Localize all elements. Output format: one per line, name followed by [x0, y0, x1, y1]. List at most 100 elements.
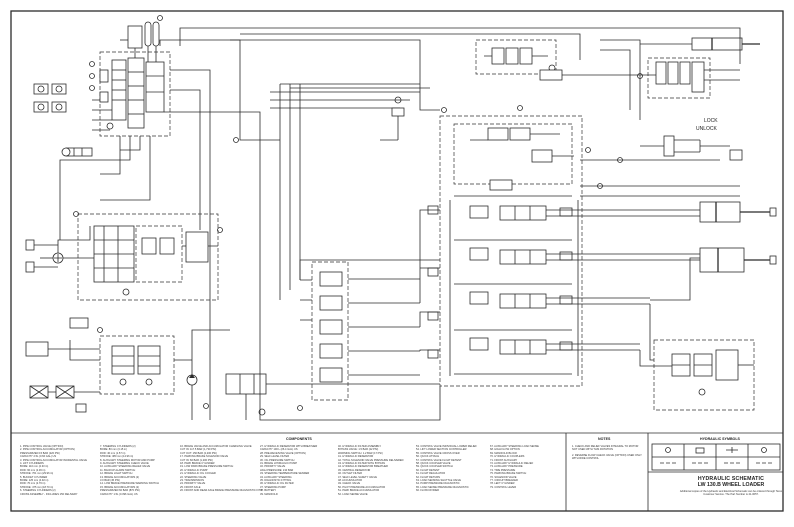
component-entry: 37. STEERING PUMP	[260, 485, 286, 489]
lock-label: LOCK	[704, 118, 718, 124]
component-entry: 70. HYDRAULIC COUPLERS	[490, 455, 525, 459]
valve-section-4	[469, 337, 547, 355]
lock-unlock-mechanism: LOCK UNLOCK	[640, 118, 743, 161]
component-entry: 67. AUXILIARY STEERING LOAD SENSE	[490, 445, 539, 448]
notes-panel: 1. CHECK AND RELIEF VALVES INTEGRAL TO M…	[572, 437, 644, 507]
component-entry: 28. PRE-RECEIVING VALVE (OPTION)	[260, 451, 306, 455]
component-entry: 48. ACCUMULATOR	[338, 479, 362, 483]
component-entry: CAPACITY 1.5L (0.396 GAL) US	[100, 492, 138, 496]
component-entry: 49. CHECK VALVE	[338, 482, 361, 486]
component-entry: 60. FLOAT DETENT	[416, 468, 440, 472]
schematic-title: HYDRAULIC SCHEMATIC	[697, 476, 765, 482]
left-pump-motor	[40, 226, 94, 264]
component-entry: 16. BRAKE VALVE AND ACCUMULATOR CHARGING…	[180, 445, 252, 448]
component-entry: 33. STEERING TEMPERATURE SENDER	[260, 472, 310, 476]
symbols-header: HYDRAULIC SYMBOLS	[700, 437, 741, 441]
component-entry: 20. HYDRAULIC PUMP	[180, 468, 208, 472]
component-entry: CAPACITY 2.5L (0.66 GAL) US	[20, 455, 57, 459]
foot-pedal-blocks	[33, 83, 93, 157]
component-entry: 62. FLOAT RETURN	[416, 475, 440, 479]
priority-valve-assembly	[77, 213, 219, 301]
component-entry: 40. HYDRAULIC FILTER ASSEMBLY	[338, 445, 382, 448]
component-entry: 59. QUICK COUPLER SWITCH	[416, 465, 453, 469]
components-header: COMPONENTS	[286, 437, 312, 441]
component-entry: 36. HYDRAULIC OIL FILTER	[260, 482, 294, 486]
component-entry: 54. LIFT LOWER SECTION CONTROLLER	[416, 448, 467, 452]
component-entry: 18. PARK BRAKE CYLINDER	[180, 462, 215, 466]
lift-cylinder	[650, 247, 777, 301]
component-entry: CUT IN: 117.5 BAR (1,730 PSI)	[180, 448, 217, 452]
sheet-border	[10, 10, 784, 512]
component-entry: 57. CONTROL VALVE FLOAT DETENT	[416, 458, 462, 462]
left-small-components	[25, 239, 58, 273]
component-entry: 30. OIL PRESSURE SWITCH	[260, 458, 295, 462]
pilot-supply-valve	[225, 373, 440, 420]
valve-section-1	[469, 205, 547, 221]
component-entry: 66. FLOW DIVIDER	[416, 489, 440, 493]
note-1: 1. CHECK AND RELIEF VALVES INTEGRAL TO M…	[572, 445, 639, 452]
component-entry: 79. CONTROL LEVER	[490, 485, 517, 489]
component-entry: HIGH PRESSURE: 210 BAR	[260, 468, 294, 472]
component-entry: 3.0 BAR (45 PSI)	[100, 479, 120, 483]
components-column-2: 7. STEERING CYLINDERS (2) BORE: 80 mm (3…	[100, 445, 182, 496]
component-entry: 6. STEERING CYLINDERS (2)	[20, 489, 56, 493]
component-entry: 15. BRAKE ACCUMULATORS (2)	[100, 485, 140, 489]
component-entry: ROD: 70 mm (2.76 in)	[20, 482, 46, 486]
component-entry: BYPASS VALVE: 1.5 BAR (22 PSI)	[338, 448, 379, 452]
component-entry: WARNING SWITCH: 1.2 BAR (17 PSI)	[338, 451, 383, 455]
steering-cylinder-right	[640, 37, 760, 51]
component-entry: ROD: 60 mm (2.36 in)	[20, 468, 46, 472]
component-entry: CUT OUT: 150 BAR (2,200 PSI)	[180, 451, 217, 455]
component-entry: 42. TOTAL SOLENOID VALVE PRESSURE DELIVE…	[338, 458, 404, 462]
component-entry: 19. LOW PARK BRAKE PRESSURE SWITCH	[180, 465, 234, 469]
component-entry: BORE: 110 mm (4.33 in)	[20, 465, 49, 469]
component-entry: 13. BRAKE ACCUMULATORS (2)	[100, 475, 140, 479]
component-entry: 45. CENTRAL RESERVOIR	[338, 468, 371, 472]
component-entry: 14. LOW BRAKE PRESSURE WARNING SWITCH	[100, 482, 159, 486]
brake-valve-assembly	[69, 335, 192, 395]
unlock-label: UNLOCK	[696, 126, 718, 132]
component-entry: 46. OUTLET FILTER	[338, 472, 362, 476]
note-2: 2. REVERSE FLOW CHECK VALVE (OPTION) USE…	[572, 453, 642, 461]
component-entry: 72. AUXILIARY HYDRAULIC RELIEF	[490, 462, 534, 466]
component-entry: STROKE: 475 mm (18.70 in)	[20, 485, 54, 489]
component-entry: ROD: 40 mm (1.57 in)	[100, 451, 126, 455]
component-entry: CROSS ASSEMBLY - INCLUDES 150 DELIVERY	[20, 492, 78, 496]
component-entry: 35. DIAGNOSTIC FITTING	[260, 479, 292, 483]
component-entry: 56. QUICK ATTACH	[416, 455, 440, 459]
component-entry: 11. BACKUP ALARM SWITCH	[100, 468, 136, 472]
component-entry: 27. HYDRAULIC RESERVOIR WITH BREATHER	[260, 445, 318, 448]
component-entry: 65. LOAD SENSE PRESSURE DIAGNOSTIC	[416, 485, 469, 489]
component-entry: 21. HYDRAULIC OIL COOLER	[180, 472, 216, 476]
component-entry: BORE: 80 mm (3.15 in)	[100, 448, 127, 452]
steering-valve-right	[610, 57, 740, 99]
component-entry: 38. BATTERY	[260, 489, 277, 493]
ride-control-assembly	[639, 304, 755, 411]
ordering-note: Additional copies of the Hydraulic and E…	[679, 490, 783, 496]
pilot-valve-block	[300, 209, 440, 401]
component-entry: 24. PRIORITY VALVE	[180, 482, 206, 486]
components-column-6: 53. CONTROL VALVE INDIVIDUAL LOWER RELIE…	[416, 445, 498, 493]
component-entry: 2. PIPE CONTROL ACCUMULATOR (OPTION)	[20, 448, 75, 452]
component-entry: 74. TIRE PRESSURE	[490, 468, 516, 472]
component-entry: 69. MANIFOLD BLOCK	[490, 451, 518, 455]
component-entry: 71. FRONT AUXILIARY	[490, 458, 518, 462]
notes-header: NOTES	[598, 437, 611, 441]
component-entry: 55. CONTROL VALVE CROSS OVER	[416, 451, 460, 455]
component-entry: 26. FRONT AND REAR AXLE BRAKE PRESSURE D…	[180, 489, 262, 493]
main-hydraulic-pump	[186, 329, 230, 420]
component-entry: 1. PIPE CONTROL VALVE (OPTION)	[20, 445, 64, 448]
components-column-5: 40. HYDRAULIC FILTER ASSEMBLY BYPASS VAL…	[338, 445, 420, 496]
component-entry: CUT IN: 82 BAR (1,200 PSI)	[180, 458, 213, 462]
pilot-control-cluster	[99, 21, 171, 137]
component-entry: 68. HIGH FLOW OPTION	[490, 448, 520, 452]
components-column-3: 16. BRAKE VALVE AND ACCUMULATOR CHARGING…	[180, 445, 262, 493]
component-entry: 3. PIPE CONTROL ACCUMULATOR INCIDENTAL V…	[20, 458, 88, 462]
title-block: HYDRAULIC SCHEMATIC LW 130.B WHEEL LOADE…	[676, 476, 786, 510]
component-entry: PRESSURIZED 15 BAR (220 PSI)	[20, 451, 60, 455]
component-entry: STROKE: 380 mm (14.96 in)	[100, 455, 134, 459]
steering-control-unit	[475, 39, 610, 81]
component-entry: 17. PARKING BRAKE SOLENOID VALVE	[180, 455, 229, 459]
